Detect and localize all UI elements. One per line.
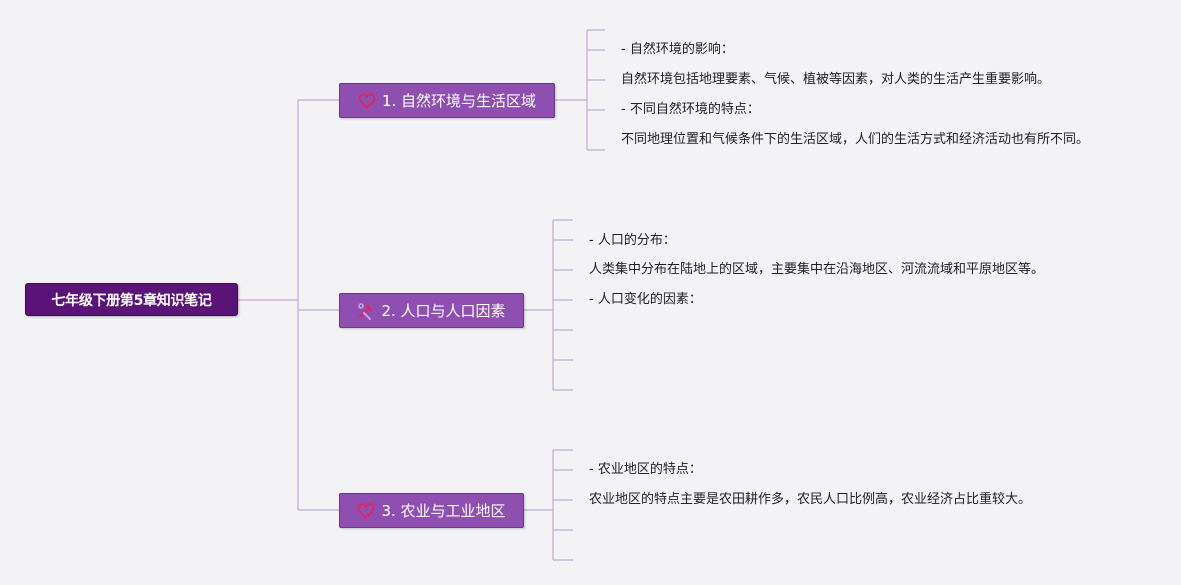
- leaf-2-3[interactable]: - 人口变化的因素：: [589, 292, 702, 307]
- topic-node-1[interactable]: 1. 自然环境与生活区域: [339, 83, 555, 118]
- topic-label-3: 3. 农业与工业地区: [381, 502, 506, 520]
- leaf-1-3[interactable]: - 不同自然环境的特点：: [621, 102, 760, 117]
- root-node[interactable]: 七年级下册第5章知识笔记: [25, 283, 238, 316]
- heart-icon: [357, 502, 375, 520]
- leaf-1-4[interactable]: 不同地理位置和气候条件下的生活区域，人们的生活方式和经济活动也有所不同。: [621, 132, 1090, 147]
- tools-icon: [357, 302, 375, 320]
- leaf-2-1[interactable]: - 人口的分布：: [589, 233, 676, 248]
- root-label: 七年级下册第5章知识笔记: [51, 292, 212, 309]
- leaf-3-2[interactable]: 农业地区的特点主要是农田耕作多，农民人口比例高，农业经济占比重较大。: [589, 492, 1032, 507]
- heart-icon: [358, 92, 376, 110]
- leaf-2-2[interactable]: 人类集中分布在陆地上的区域，主要集中在沿海地区、河流流域和平原地区等。: [589, 262, 1045, 277]
- leaf-3-1[interactable]: - 农业地区的特点：: [589, 462, 702, 477]
- topic-label-1: 1. 自然环境与生活区域: [381, 92, 537, 110]
- leaf-1-1[interactable]: - 自然环境的影响：: [621, 42, 734, 57]
- topic-label-2: 2. 人口与人口因素: [381, 302, 506, 320]
- topic-node-3[interactable]: 3. 农业与工业地区: [339, 493, 524, 528]
- leaf-1-2[interactable]: 自然环境包括地理要素、气候、植被等因素，对人类的生活产生重要影响。: [621, 72, 1051, 87]
- topic-node-2[interactable]: 2. 人口与人口因素: [339, 293, 524, 328]
